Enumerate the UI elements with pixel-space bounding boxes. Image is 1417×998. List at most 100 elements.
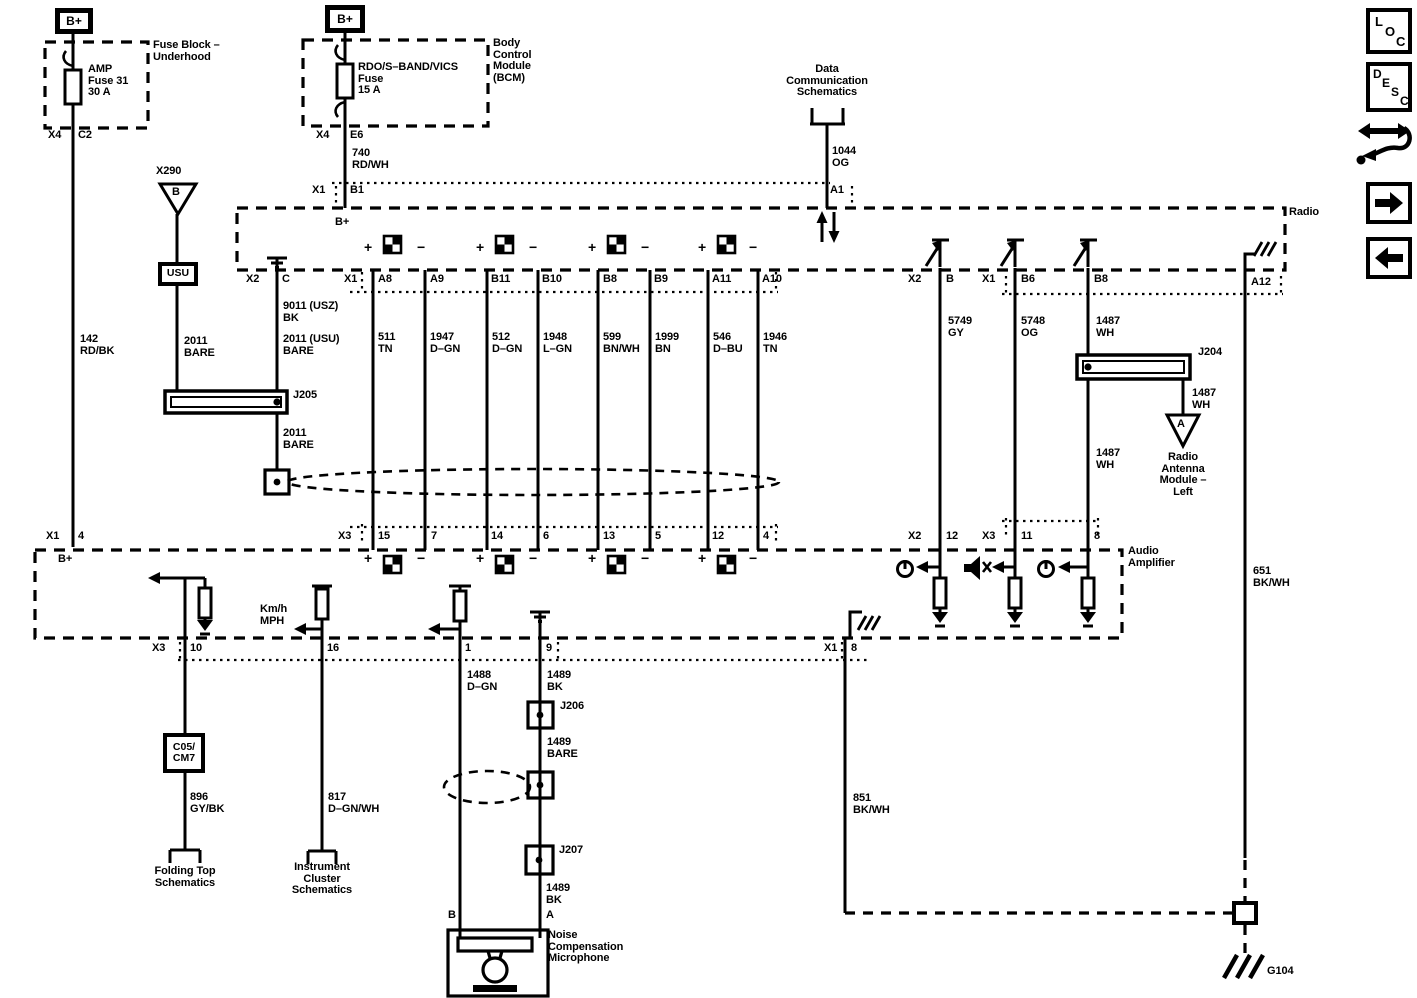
- pin-6: 6: [543, 530, 550, 542]
- microphone-box: [446, 928, 550, 998]
- conn-x3: X3: [982, 530, 996, 542]
- triangle-connectors: [157, 182, 1202, 450]
- g104-chassis-ground-icon: [1222, 953, 1265, 980]
- radio-box: [235, 206, 1287, 272]
- battery-positive-box: B+: [325, 5, 365, 33]
- resistor-icon: [452, 589, 468, 623]
- audio-amplifier-box: [33, 548, 1124, 640]
- antenna-module-a: A: [1177, 418, 1185, 430]
- conn-x1: X1: [982, 273, 996, 285]
- pin-11: 11: [1021, 530, 1033, 542]
- pin-a9: A9: [430, 273, 444, 285]
- resistor-icon: [197, 586, 213, 620]
- usu-option-box: USU: [158, 262, 198, 286]
- rdo-fuse-icon: [335, 62, 355, 100]
- earth-ground-icon: [267, 256, 287, 270]
- loc-letter: C: [1396, 34, 1406, 49]
- plus-sign: +: [698, 550, 707, 566]
- pin-c2: C2: [78, 129, 92, 141]
- j205-splice: [163, 389, 289, 415]
- radio-title: Radio: [1289, 206, 1320, 218]
- pin-8: 8: [851, 642, 858, 654]
- conn-x1: X1: [46, 530, 60, 542]
- pin-9: 9: [546, 642, 553, 654]
- ground-junction-box: [1232, 901, 1258, 925]
- arrow-left-icon: [294, 623, 306, 635]
- conn-x1: X1: [312, 184, 326, 196]
- bplus-in-radio: B+: [335, 216, 350, 228]
- shield-terminal: [263, 468, 291, 496]
- loc-letter: O: [1385, 24, 1396, 39]
- j207-splice: [524, 844, 555, 876]
- minus-sign: −: [641, 239, 650, 255]
- plus-sign: +: [364, 239, 373, 255]
- ground-arrow-icon: [1005, 610, 1025, 628]
- fuse-block-title: Fuse Block –Underhood: [153, 39, 220, 63]
- plus-sign: +: [588, 550, 597, 566]
- minus-sign: −: [749, 239, 758, 255]
- plus-sign: +: [698, 239, 707, 255]
- loc-button[interactable]: L O C: [1366, 8, 1412, 54]
- ground-arrow-icon: [930, 610, 950, 628]
- pin-e6: E6: [350, 129, 364, 141]
- wires: [71, 33, 1256, 938]
- j204-splice: [1075, 353, 1192, 381]
- arrow-left-icon: [916, 561, 928, 573]
- wire-2011-usu: 2011 (USU)BARE: [283, 333, 340, 357]
- route-arrows-icon[interactable]: [1354, 112, 1416, 170]
- arrow-left-icon: [428, 623, 440, 635]
- j207-label: J207: [559, 844, 584, 856]
- pin-1: 1: [465, 642, 472, 654]
- x290-triangle: [157, 182, 199, 217]
- pin-b8: B8: [1094, 273, 1108, 285]
- minus-sign: −: [641, 550, 650, 566]
- minus-sign: −: [417, 550, 426, 566]
- next-page-button[interactable]: [1366, 182, 1412, 224]
- resistor-icon: [314, 587, 330, 621]
- desc-button[interactable]: D E S C: [1366, 62, 1412, 112]
- pin-a11: A11: [712, 273, 732, 285]
- connector-dotted-lines: [178, 181, 1283, 662]
- pin-13: 13: [603, 530, 616, 542]
- j206-label: J206: [560, 700, 585, 712]
- ground-arrow-icon: [195, 618, 215, 636]
- pin-c: C: [282, 273, 290, 285]
- pin-14: 14: [491, 530, 504, 542]
- shield-terminal: [526, 770, 555, 800]
- arrow-left-icon: [148, 572, 160, 584]
- speaker-mute-icon: [964, 556, 993, 580]
- conn-x3: X3: [152, 642, 166, 654]
- plus-sign: +: [364, 550, 373, 566]
- pin-12: 12: [946, 530, 959, 542]
- ground-arrow-icon: [1078, 610, 1098, 628]
- power-icon: [896, 558, 914, 578]
- j204-label: J204: [1198, 346, 1223, 358]
- chassis-ground-icon: [1252, 240, 1278, 258]
- previous-page-button[interactable]: [1366, 237, 1412, 279]
- pin-4: 4: [763, 530, 770, 542]
- bcm-box: [301, 38, 490, 128]
- desc-letter: S: [1391, 85, 1400, 99]
- plus-sign: +: [476, 550, 485, 566]
- pin-b9: B9: [654, 273, 668, 285]
- dashed-boxes: [33, 38, 1287, 640]
- fuse-symbols: [62, 44, 355, 118]
